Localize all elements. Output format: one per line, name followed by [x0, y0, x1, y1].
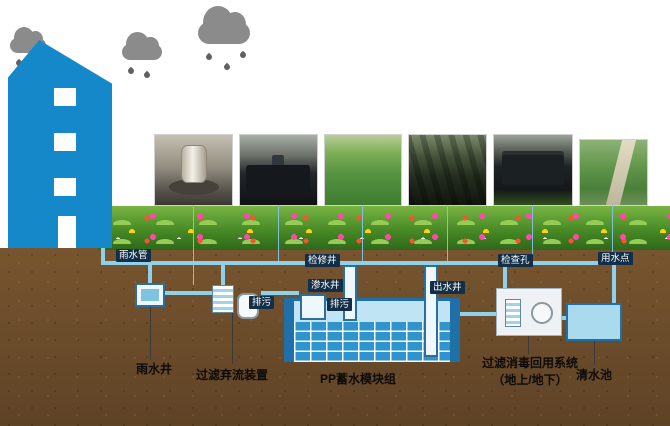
photo-detail-tank [502, 151, 564, 185]
drain-tag: 排污 [327, 298, 353, 312]
seepage-well-tag: 渗水井 [308, 279, 343, 293]
photo-garden [580, 140, 647, 205]
outlet-well-tag: 出水井 [430, 281, 465, 295]
building-window [54, 133, 76, 151]
clean-water-pool [566, 303, 622, 341]
module-left-wall [284, 298, 294, 362]
building-door [58, 216, 76, 248]
seepage-well [300, 294, 326, 320]
module-right-wall [450, 298, 460, 362]
photo-connector-line [612, 205, 613, 262]
pipe-pool-to-use-point [612, 265, 616, 305]
inspection-well-tag: 检修井 [305, 254, 340, 268]
reuse-filter-column [505, 299, 521, 327]
pp-module-label: PP蓄水模块组 [320, 372, 397, 386]
photo-connector-line [447, 205, 448, 262]
water-use-point-tag: 用水点 [598, 252, 633, 266]
raindrop-icon [238, 50, 248, 60]
inspection-well-shaft [343, 265, 357, 321]
photo-grass-field [325, 135, 401, 205]
pipe-to-rain-well [148, 265, 152, 283]
pipe-filter-to-module [261, 291, 299, 295]
reuse-system-label-line1: 过滤消毒回用系统 [481, 356, 578, 370]
building-window [54, 178, 76, 196]
photo-connector-line [362, 205, 363, 262]
building [8, 40, 112, 248]
photo-detail-base [169, 179, 219, 195]
filter-discard-device [212, 285, 234, 313]
leader-line [150, 307, 151, 359]
raindrop-icon [142, 70, 152, 80]
building-window [54, 88, 76, 106]
photo-connector-line [278, 205, 279, 262]
inspection-hole-tag: 检查孔 [498, 254, 533, 268]
raindrop-icon [126, 66, 136, 76]
reuse-system-unit [496, 288, 562, 336]
reuse-system-label-line2: （地上/地下） [492, 373, 568, 387]
leader-line [528, 336, 529, 354]
clean-pool-label: 清水池 [576, 368, 613, 382]
photo-connector-line [193, 205, 194, 285]
pipe-downspout [101, 248, 105, 263]
rain-well-label: 雨水井 [136, 362, 173, 376]
module-top-rim [284, 298, 460, 301]
grass-flower-strip [98, 206, 670, 250]
photo-connector-line [532, 205, 533, 262]
drain-tag: 排污 [249, 296, 275, 310]
photo-detail-pipe-stub [272, 155, 284, 167]
pipe-reuse-to-pool [562, 316, 568, 320]
raindrop-icon [222, 62, 232, 72]
reuse-disinfection-tank [531, 302, 553, 324]
photo-detail-tank [246, 165, 310, 193]
rain-cloud-icon [122, 32, 162, 60]
reuse-system-label: 过滤消毒回用系统 （地上/地下） [468, 354, 592, 388]
leader-line [594, 341, 595, 365]
pipe-to-filter [221, 265, 225, 285]
photo-shaded-site [409, 135, 486, 205]
outlet-well-shaft [424, 265, 438, 357]
raindrop-icon [204, 52, 214, 62]
filter-device-label: 过滤弃流装置 [196, 368, 269, 382]
rain-pipe-tag: 雨水管 [116, 249, 151, 263]
photo-buried-tank [240, 135, 317, 205]
rain-well [135, 283, 165, 307]
rain-cloud-icon [10, 27, 46, 53]
pipe-to-reuse-system [503, 265, 507, 289]
pipe-main-line [101, 261, 632, 265]
leader-line [232, 313, 233, 364]
rain-cloud-icon [198, 6, 250, 44]
photo-integrated-equipment [494, 135, 572, 205]
photo-detail-path [605, 140, 637, 205]
pipe-well-to-filter [165, 291, 213, 295]
photo-filter-equipment [155, 135, 232, 205]
photo-detail-cylinder [181, 145, 207, 183]
pipe-module-to-reuse [460, 312, 496, 316]
rain-well-water [141, 289, 159, 301]
